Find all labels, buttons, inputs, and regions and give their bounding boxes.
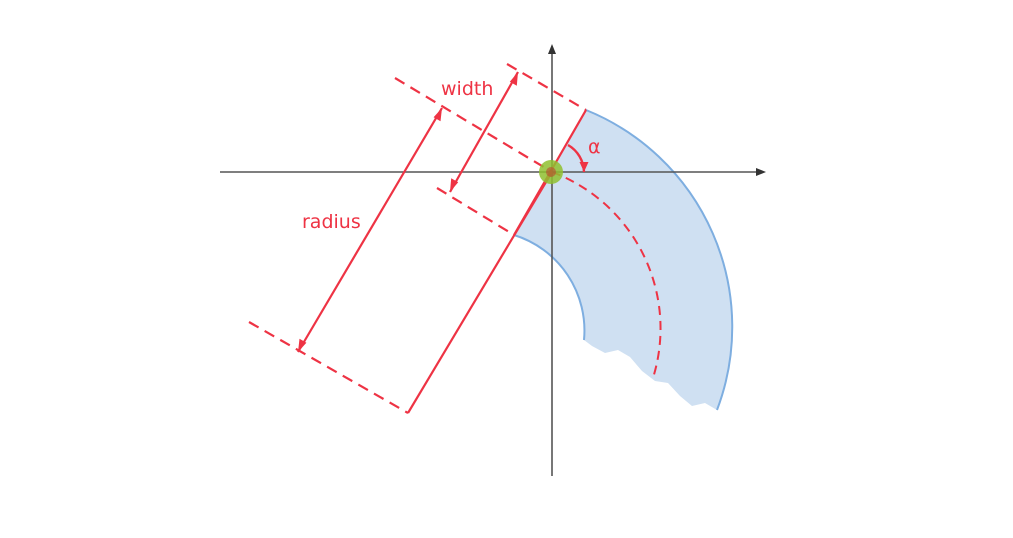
width-arrow-top — [509, 72, 518, 86]
extension-centerline-bottom — [248, 321, 409, 414]
angle-arrowhead — [579, 162, 589, 172]
y-axis-arrow — [548, 44, 556, 54]
width-arrow-bottom — [450, 178, 459, 192]
radius-label: radius — [302, 211, 361, 233]
width-dimension-line — [449, 71, 519, 193]
center-to-base-line — [407, 171, 553, 414]
dimension-lines — [297, 71, 587, 414]
extension-lines — [248, 63, 587, 414]
radius-arrow-bottom — [298, 338, 307, 352]
extension-inner-edge — [436, 187, 515, 236]
band-inner-edge — [513, 234, 586, 341]
width-label: width — [441, 78, 493, 100]
dimension-arrowheads — [298, 72, 518, 352]
angle-label: α — [588, 136, 601, 158]
radius-dimension-line — [297, 107, 443, 353]
extension-outer-edge — [506, 63, 587, 111]
curved-band — [514, 110, 733, 410]
radius-arrow-top — [433, 108, 442, 122]
extension-centerline-top — [394, 77, 553, 173]
origin-dot-core — [546, 167, 556, 177]
axes — [220, 44, 766, 476]
centerline-arc — [551, 171, 662, 379]
band-outer-edge — [585, 109, 734, 411]
x-axis-arrow — [756, 168, 766, 176]
